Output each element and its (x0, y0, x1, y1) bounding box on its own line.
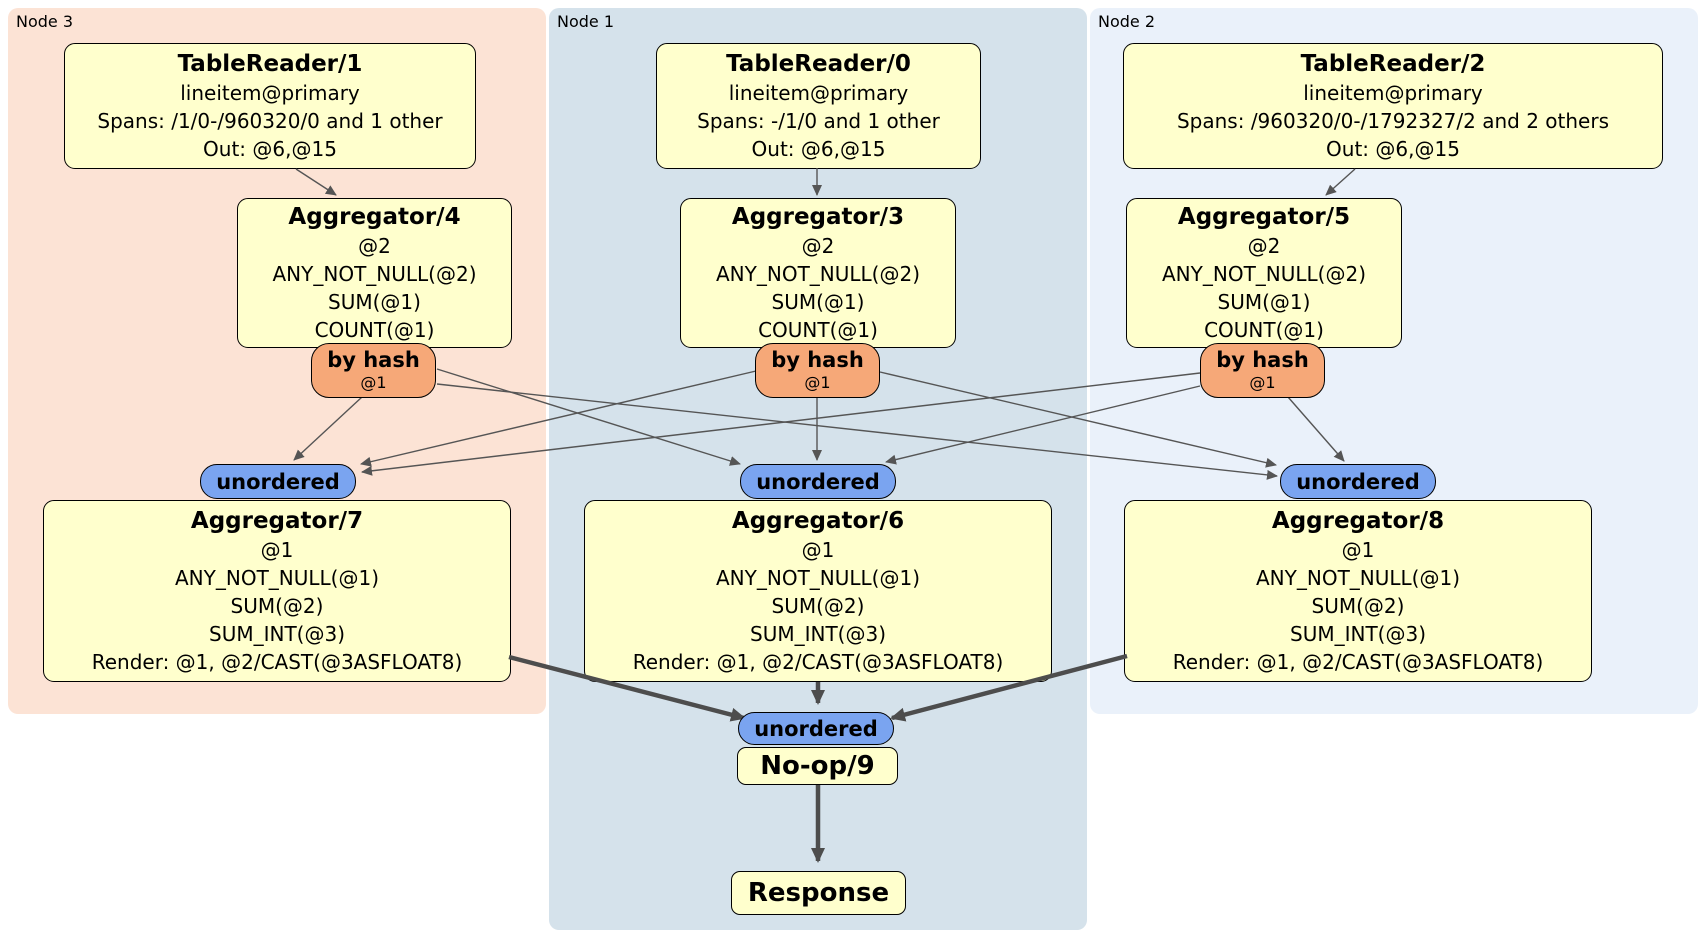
node-detail: COUNT(@1) (1204, 318, 1324, 342)
node-noop-9: No-op/9 (737, 747, 898, 785)
node-detail: Spans: /960320/0-/1792327/2 and 2 others (1176, 109, 1609, 133)
node-title: Aggregator/3 (731, 204, 905, 230)
router-label: by hash (771, 348, 864, 372)
node-detail: lineitem@primary (180, 81, 360, 105)
node-detail: Render: @1, @2/CAST(@3ASFLOAT8) (632, 650, 1004, 674)
node-aggregator-7: Aggregator/7 @1 ANY_NOT_NULL(@1) SUM(@2)… (43, 500, 511, 682)
node-detail: SUM(@2) (771, 594, 865, 618)
node-detail: Render: @1, @2/CAST(@3ASFLOAT8) (91, 650, 463, 674)
node-detail: ANY_NOT_NULL(@2) (1162, 262, 1366, 286)
node-detail: SUM_INT(@3) (209, 622, 345, 646)
node-tablereader-0: TableReader/0 lineitem@primary Spans: -/… (656, 43, 981, 169)
group-node3-label: Node 3 (16, 12, 74, 31)
stream-label: unordered (754, 716, 878, 741)
node-detail: @1 (1341, 538, 1375, 562)
node-detail: Out: @6,@15 (751, 137, 886, 161)
node-aggregator-3: Aggregator/3 @2 ANY_NOT_NULL(@2) SUM(@1)… (680, 198, 956, 348)
router-by-hash-node1: by hash @1 (755, 343, 880, 398)
node-detail: Render: @1, @2/CAST(@3ASFLOAT8) (1172, 650, 1544, 674)
node-title: TableReader/0 (726, 51, 911, 77)
node-title: Aggregator/8 (1271, 508, 1445, 534)
node-detail: lineitem@primary (1303, 81, 1483, 105)
node-title: No-op/9 (760, 751, 875, 781)
stream-unordered-node1: unordered (740, 464, 896, 499)
node-response: Response (731, 871, 906, 915)
node-title: Response (747, 878, 890, 908)
stream-label: unordered (1296, 469, 1420, 494)
node-detail: @2 (358, 234, 391, 258)
router-key: @1 (804, 373, 831, 392)
node-tablereader-2: TableReader/2 lineitem@primary Spans: /9… (1123, 43, 1663, 169)
node-title: Aggregator/5 (1177, 204, 1351, 230)
group-node2-label: Node 2 (1098, 12, 1156, 31)
node-detail: @2 (801, 234, 835, 258)
node-detail: SUM_INT(@3) (750, 622, 886, 646)
group-node1-label: Node 1 (557, 12, 615, 31)
node-detail: SUM(@1) (771, 290, 865, 314)
node-detail: COUNT(@1) (314, 318, 435, 342)
node-title: TableReader/1 (177, 51, 363, 77)
node-detail: ANY_NOT_NULL(@1) (1256, 566, 1460, 590)
stream-label: unordered (216, 469, 340, 494)
node-aggregator-6: Aggregator/6 @1 ANY_NOT_NULL(@1) SUM(@2)… (584, 500, 1052, 682)
router-by-hash-node2: by hash @1 (1200, 343, 1325, 398)
node-detail: Spans: /1/0-/960320/0 and 1 other (97, 109, 443, 133)
node-detail: ANY_NOT_NULL(@2) (716, 262, 920, 286)
node-detail: ANY_NOT_NULL(@1) (175, 566, 379, 590)
node-detail: Out: @6,@15 (1326, 137, 1460, 161)
router-label: by hash (327, 348, 420, 372)
node-detail: COUNT(@1) (758, 318, 878, 342)
node-detail: SUM_INT(@3) (1290, 622, 1426, 646)
node-detail: Out: @6,@15 (203, 137, 337, 161)
node-detail: @1 (801, 538, 835, 562)
stream-label: unordered (756, 469, 880, 494)
router-key: @1 (1249, 373, 1276, 392)
node-detail: Spans: -/1/0 and 1 other (697, 109, 940, 133)
stream-unordered-node2: unordered (1280, 464, 1436, 499)
node-aggregator-8: Aggregator/8 @1 ANY_NOT_NULL(@1) SUM(@2)… (1124, 500, 1592, 682)
node-detail: @1 (260, 538, 294, 562)
node-detail: SUM(@1) (328, 290, 421, 314)
node-title: Aggregator/7 (190, 508, 364, 534)
node-aggregator-5: Aggregator/5 @2 ANY_NOT_NULL(@2) SUM(@1)… (1126, 198, 1402, 348)
node-title: Aggregator/6 (731, 508, 905, 534)
node-detail: ANY_NOT_NULL(@2) (272, 262, 477, 286)
router-label: by hash (1216, 348, 1309, 372)
node-detail: SUM(@2) (230, 594, 324, 618)
node-detail: SUM(@2) (1311, 594, 1405, 618)
node-detail: SUM(@1) (1217, 290, 1311, 314)
router-key: @1 (360, 373, 387, 392)
stream-unordered-node3: unordered (200, 464, 356, 499)
node-tablereader-1: TableReader/1 lineitem@primary Spans: /1… (64, 43, 476, 169)
router-by-hash-node3: by hash @1 (311, 343, 436, 398)
node-detail: lineitem@primary (728, 81, 909, 105)
node-aggregator-4: Aggregator/4 @2 ANY_NOT_NULL(@2) SUM(@1)… (237, 198, 512, 348)
node-detail: @2 (1247, 234, 1281, 258)
node-title: Aggregator/4 (288, 204, 461, 230)
stream-unordered-final: unordered (738, 712, 894, 745)
node-detail: ANY_NOT_NULL(@1) (716, 566, 920, 590)
node-title: TableReader/2 (1300, 51, 1486, 77)
